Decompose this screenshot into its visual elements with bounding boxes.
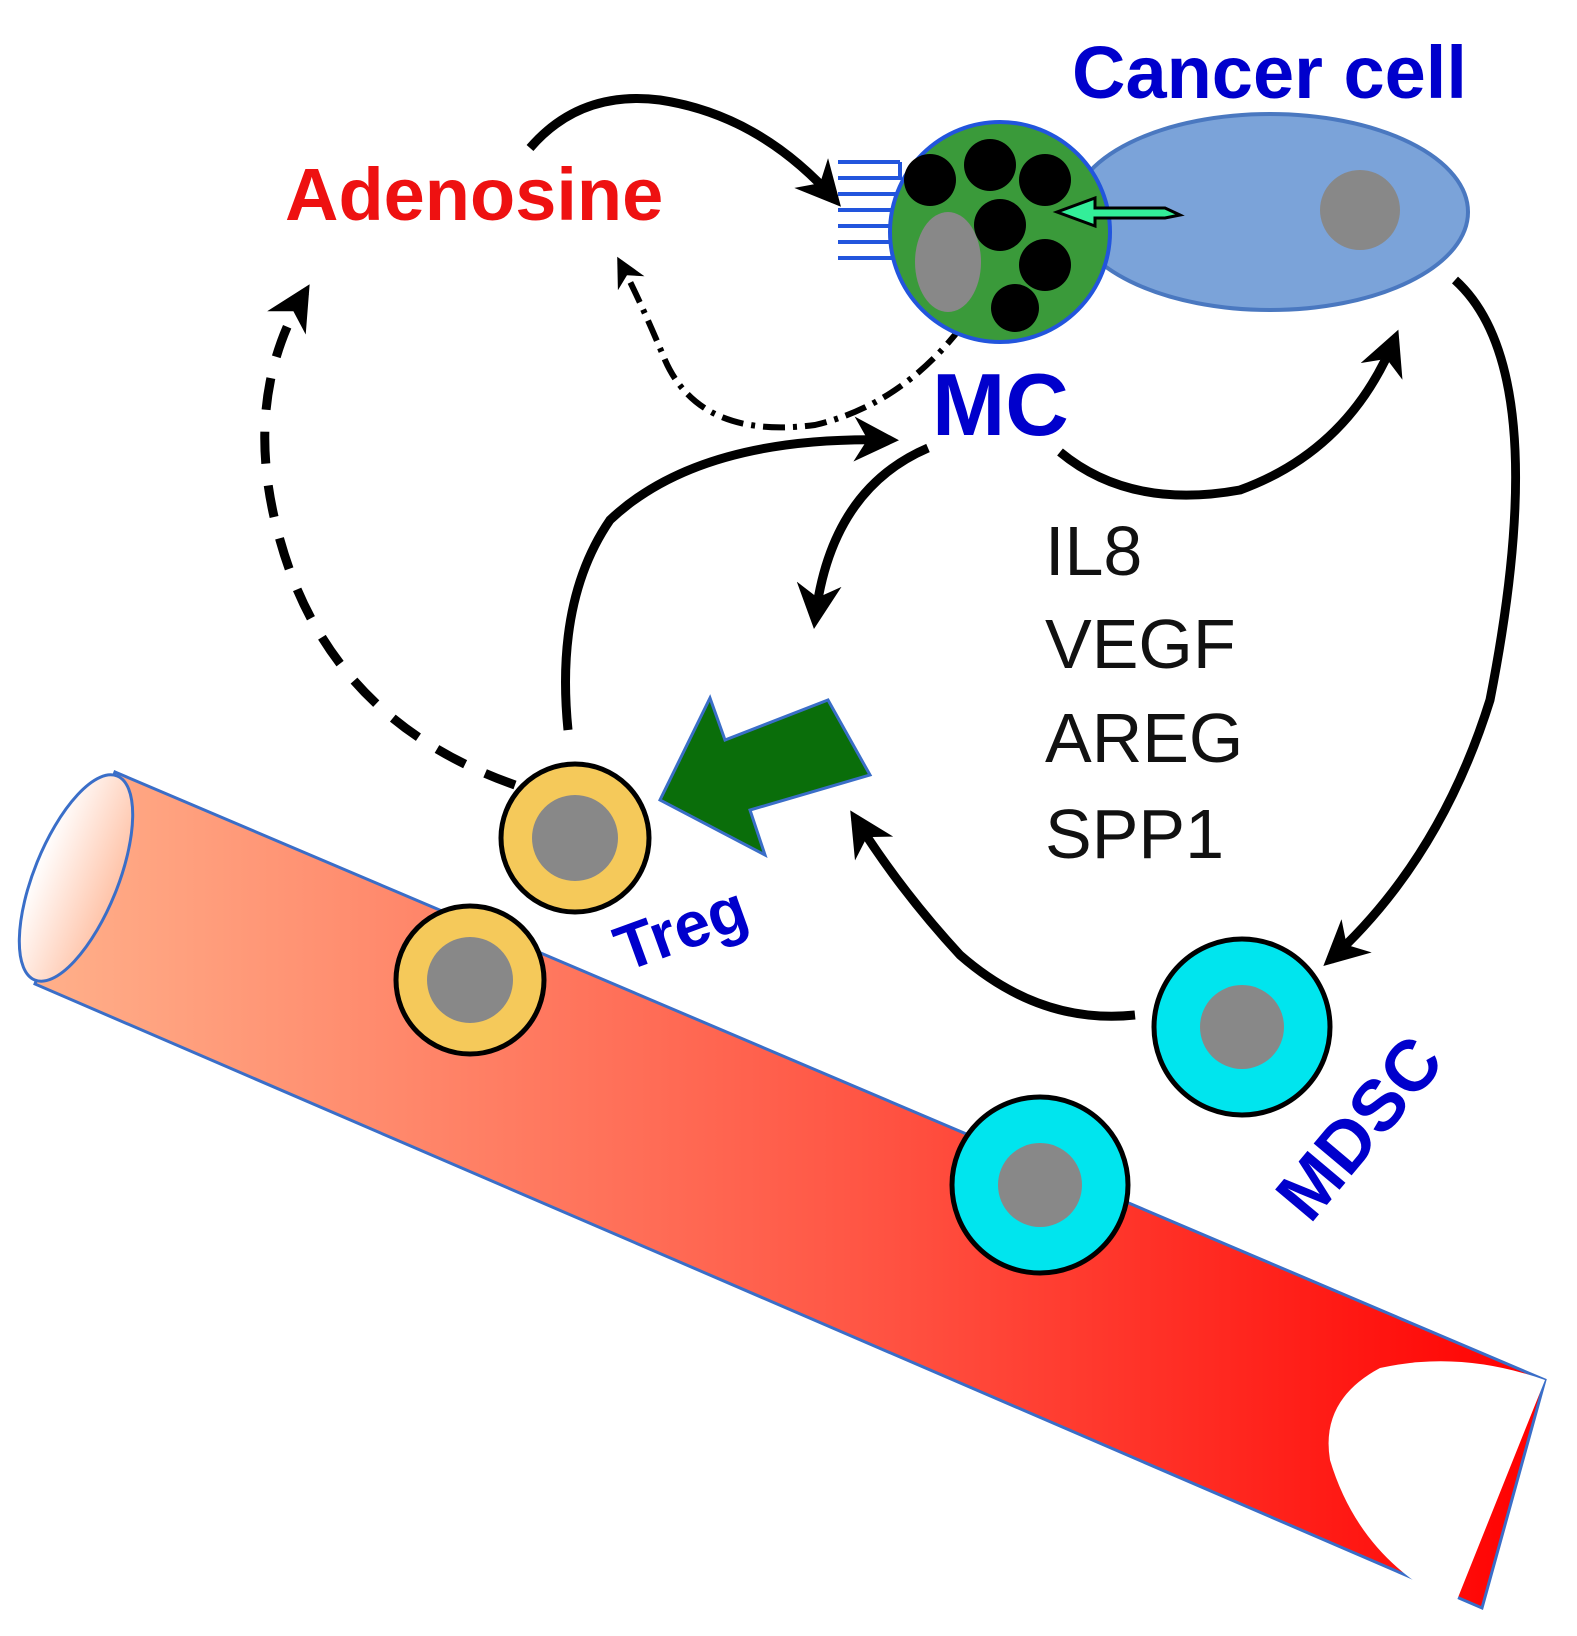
granule xyxy=(974,199,1026,251)
mediator-item: IL8 xyxy=(1045,512,1142,590)
mc-to-adenosine-dashdot-arrow xyxy=(617,256,988,431)
vessel-cut-end xyxy=(1328,1361,1545,1605)
granule xyxy=(991,284,1039,332)
mc-to-treg-arrow xyxy=(796,443,930,629)
cancer-cell-nucleus xyxy=(1320,170,1400,250)
mc-label: MC xyxy=(932,355,1069,454)
mediator-item: SPP1 xyxy=(1045,795,1224,873)
cancer-to-mc-small-arrow xyxy=(1052,195,1185,229)
treg-cell xyxy=(393,903,547,1057)
granule xyxy=(1019,154,1071,206)
adenosine-to-mc-arrow xyxy=(526,94,841,207)
treg-cell-nucleus xyxy=(532,795,618,881)
cancer-cell-label: Cancer cell xyxy=(1072,31,1467,114)
mediator-list: IL8 VEGF AREG SPP1 xyxy=(1045,512,1243,873)
granules xyxy=(904,139,1071,332)
mdsc-cell-nucleus xyxy=(1200,985,1284,1069)
mdsc-to-treg-arrow xyxy=(850,810,1136,1021)
mc-to-cancer-cell-arrow xyxy=(1057,329,1403,500)
adenosine-label: Adenosine xyxy=(285,153,663,236)
granule xyxy=(1019,239,1071,291)
mdsc-cell xyxy=(1151,936,1333,1118)
cancer-cell xyxy=(1070,112,1470,312)
granule xyxy=(964,139,1016,191)
granule xyxy=(904,154,956,206)
treg-to-adenosine-dashed-arrow xyxy=(260,284,517,790)
mdsc-cell xyxy=(949,1094,1131,1276)
green-block-arrow xyxy=(658,694,873,859)
mediator-item: VEGF xyxy=(1045,605,1236,683)
treg-cell-nucleus xyxy=(427,937,513,1023)
treg-to-mc-arrow xyxy=(561,416,899,731)
mast-cell xyxy=(838,120,1112,344)
treg-cell xyxy=(498,761,652,915)
mediator-item: AREG xyxy=(1045,699,1243,777)
vessel-opening xyxy=(17,773,135,983)
mast-cell-nucleus xyxy=(915,212,981,312)
cancer-cell-to-mdsc-arrow xyxy=(1323,276,1521,967)
mdsc-cell-nucleus xyxy=(998,1143,1082,1227)
